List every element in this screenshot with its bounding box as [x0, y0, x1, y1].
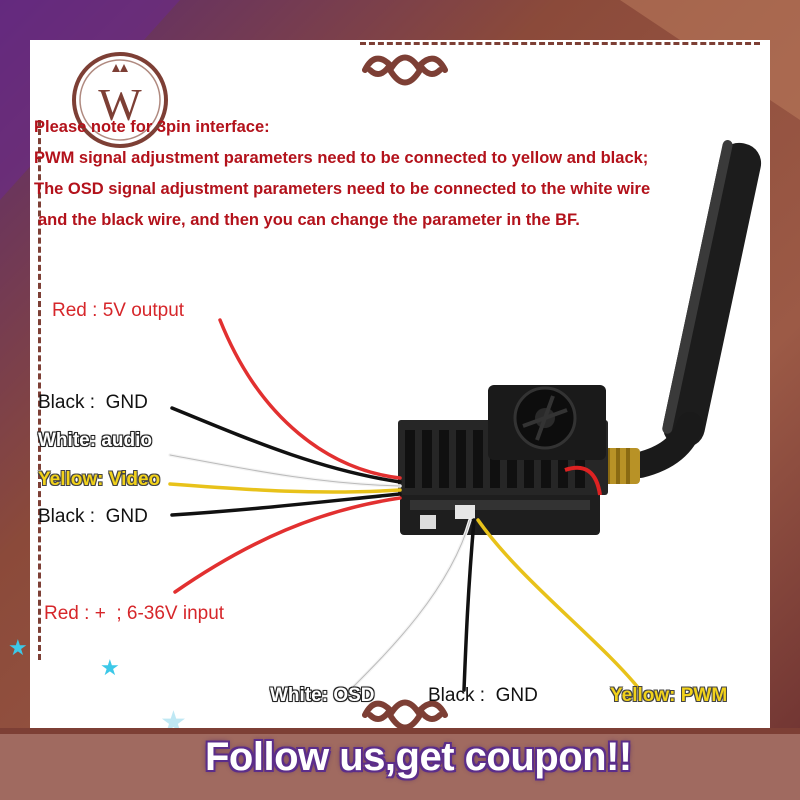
- star-icon: ★: [8, 635, 28, 660]
- input-wires: [168, 318, 402, 594]
- brand-logo-icon: W: [72, 52, 168, 148]
- coupon-banner: [0, 728, 800, 800]
- control-wires: [348, 518, 642, 692]
- label-black-gnd-3: Black : GND: [428, 685, 538, 706]
- content-panel: [30, 40, 770, 740]
- label-red-input: Red : + ; 6-36V input: [44, 603, 225, 624]
- note-line-4: and the black wire, and then you can cha…: [38, 211, 580, 229]
- label-red-5v-output: Red : 5V output: [52, 300, 185, 321]
- label-yellow-video: Yellow: Video: [38, 469, 161, 490]
- note-line-1: Please note for 3pin interface:: [34, 118, 270, 136]
- video-transmitter-module: [398, 385, 608, 535]
- label-black-gnd-2: Black : GND: [38, 506, 148, 527]
- label-yellow-pwm: Yellow: PWM: [610, 685, 728, 706]
- svg-text:W: W: [98, 79, 142, 130]
- dashed-border-left: [38, 120, 41, 660]
- ornament-icon: [362, 54, 448, 86]
- star-icon: ★: [100, 655, 120, 680]
- antenna: [600, 140, 762, 484]
- note-line-3: The OSD signal adjustment parameters nee…: [34, 180, 651, 198]
- dashed-border-top: [360, 42, 760, 45]
- instruction-note: Please note for 3pin interface: PWM sign…: [34, 112, 734, 236]
- label-white-audio: White: audio: [38, 430, 152, 451]
- follow-coupon-text[interactable]: Follow us,get coupon!!: [205, 735, 632, 779]
- label-white-osd: White: OSD: [270, 685, 375, 706]
- ornament-bottom-icon: [362, 699, 448, 731]
- note-line-2: PWM signal adjustment parameters need to…: [34, 149, 649, 167]
- label-black-gnd-1: Black : GND: [38, 392, 148, 413]
